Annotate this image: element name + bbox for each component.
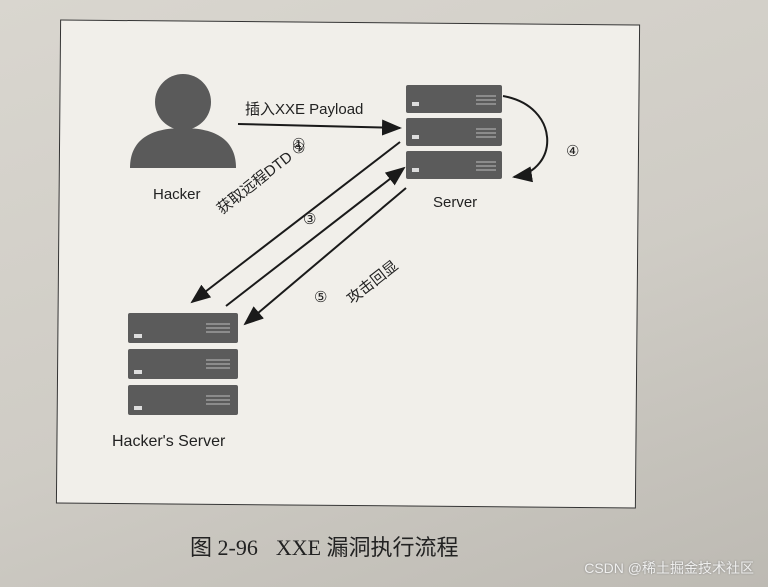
caption-number: 图 2-96 [190,535,258,560]
server-label: Server [433,194,478,211]
figure-caption: 图 2-96 XXE 漏洞执行流程 [190,530,477,562]
step-1-number: ① [292,136,306,153]
arrow-step-5 [243,187,407,326]
arrow-step-2 [190,141,401,304]
caption-title: XXE 漏洞执行流程 [275,535,459,560]
step-4-number: ④ [566,143,580,160]
hacker-server-label: Hacker's Server [112,433,226,450]
arrow-step-3 [225,166,406,307]
hacker-server-icon [128,313,238,415]
step-5-number: ⑤ [314,289,328,306]
hacker-label: Hacker [153,186,201,203]
hacker-icon [130,74,236,168]
arrow-step-1 [237,119,402,136]
step-3-number: ③ [303,211,317,228]
arrow-step-4 [502,95,549,183]
server-icon [406,85,502,179]
watermark: CSDN @稀土掘金技术社区 [584,560,754,576]
step-1-text: 插入XXE Payload [245,101,364,118]
